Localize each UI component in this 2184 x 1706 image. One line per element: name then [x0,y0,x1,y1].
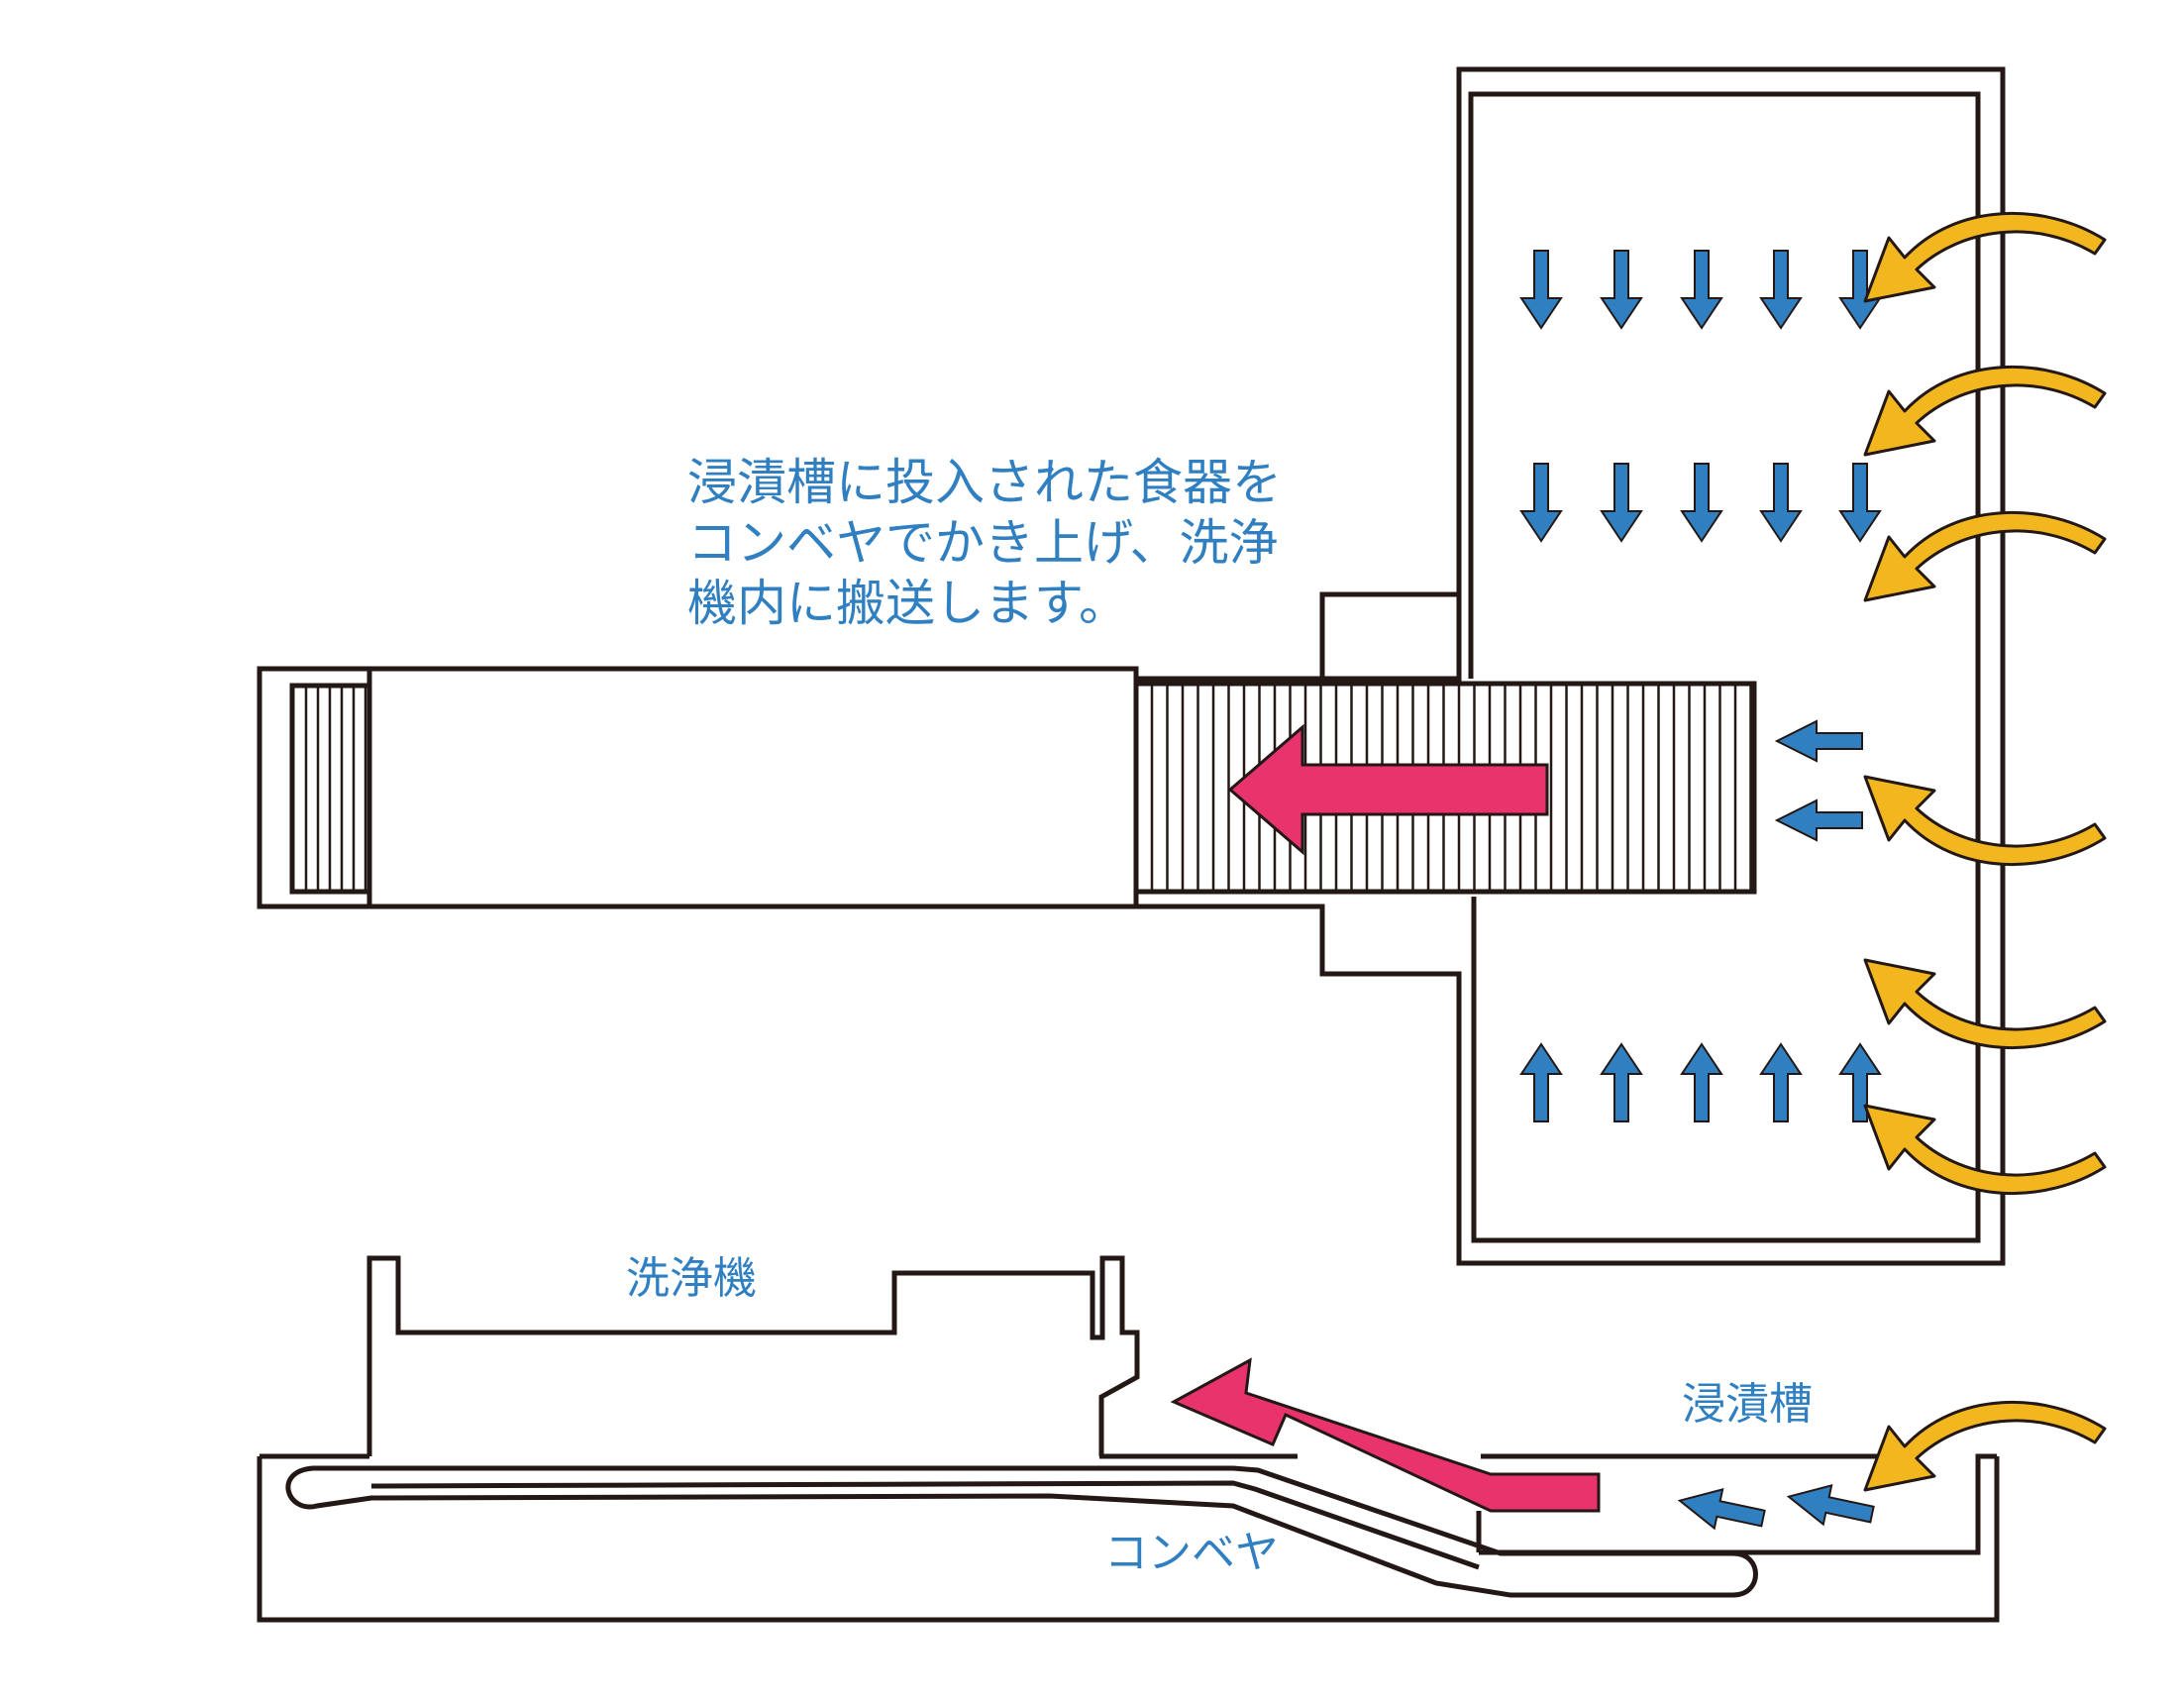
washer-plan-body [366,666,1139,909]
washer-label: 洗浄機 [626,1253,757,1304]
soak-tank-outer-wall-top-return [1136,591,1459,682]
water-left-arrow-icon [1776,720,1863,762]
water-left-arrow-icon [1776,800,1863,841]
water-down-arrow-icon [1760,250,1802,329]
water-down-arrow-icon [1681,250,1722,329]
inflow-curved-arrow-icon [1863,211,2107,303]
inflow-curved-arrow-icon [1863,510,2107,602]
side-water-arrow-icon-1 [1674,1480,1769,1540]
description-line-1: 浸漬槽に投入された食器を [687,454,1282,511]
description-text: 浸漬槽に投入された食器を コンベヤでかき上げ、洗浄 機内に搬送します。 [687,454,1298,632]
soak-tank-outer-wall [1136,66,2006,1266]
side-water-arrow-icon-2 [1783,1476,1878,1536]
water-up-arrow-icon [1760,1043,1802,1122]
water-up-arrow-icon [1520,1043,1562,1122]
water-flow-down-arrows [1520,250,1881,542]
water-down-arrow-icon [1601,463,1642,542]
conveyor-belt-upper [285,1465,1758,1598]
inflow-curved-arrow-icon [1863,365,2107,457]
water-flow-left-arrows [1776,720,1863,841]
water-down-arrow-icon [1681,463,1722,542]
description-line-3: 機内に搬送します。 [687,575,1128,632]
side-inflow-arrow-icon [1863,1400,2107,1492]
conveyor-carry-arrow-icon [1170,1357,1601,1513]
soak-tank-inner-wall [1468,91,1981,1243]
water-flow-up-arrows [1520,1043,1881,1122]
inflow-curved-arrow-icon [1863,775,2107,867]
water-down-arrow-icon [1520,463,1562,542]
inflow-curved-arrow-icon [1863,1104,2107,1196]
water-down-arrow-icon [1760,463,1802,542]
plan-view: 浸漬槽に投入された食器を コンベヤでかき上げ、洗浄 機内に搬送します。 [257,66,2107,1266]
inflow-curved-arrows [1863,211,2107,1196]
washer-side-housing [366,1255,1140,1456]
water-up-arrow-icon [1681,1043,1722,1122]
conveyor-direction-arrow-icon [1227,723,1549,856]
side-view: 洗浄機 浸漬槽 コンベヤ [257,1253,2107,1623]
side-base-tank [257,1456,2000,1623]
description-line-2: コンベヤでかき上げ、洗浄 [687,514,1279,572]
soak-tank-label: 浸漬槽 [1682,1379,1813,1430]
water-up-arrow-icon [1601,1043,1642,1122]
water-down-arrow-icon [1520,250,1562,329]
water-down-arrow-icon [1601,250,1642,329]
conveyor-belt-inner [370,1480,1480,1570]
washer-plan-left-slats [304,686,367,892]
inflow-curved-arrow-icon [1863,958,2107,1050]
conveyor-label: コンベヤ [1104,1528,1279,1578]
water-down-arrow-icon [1839,463,1881,542]
